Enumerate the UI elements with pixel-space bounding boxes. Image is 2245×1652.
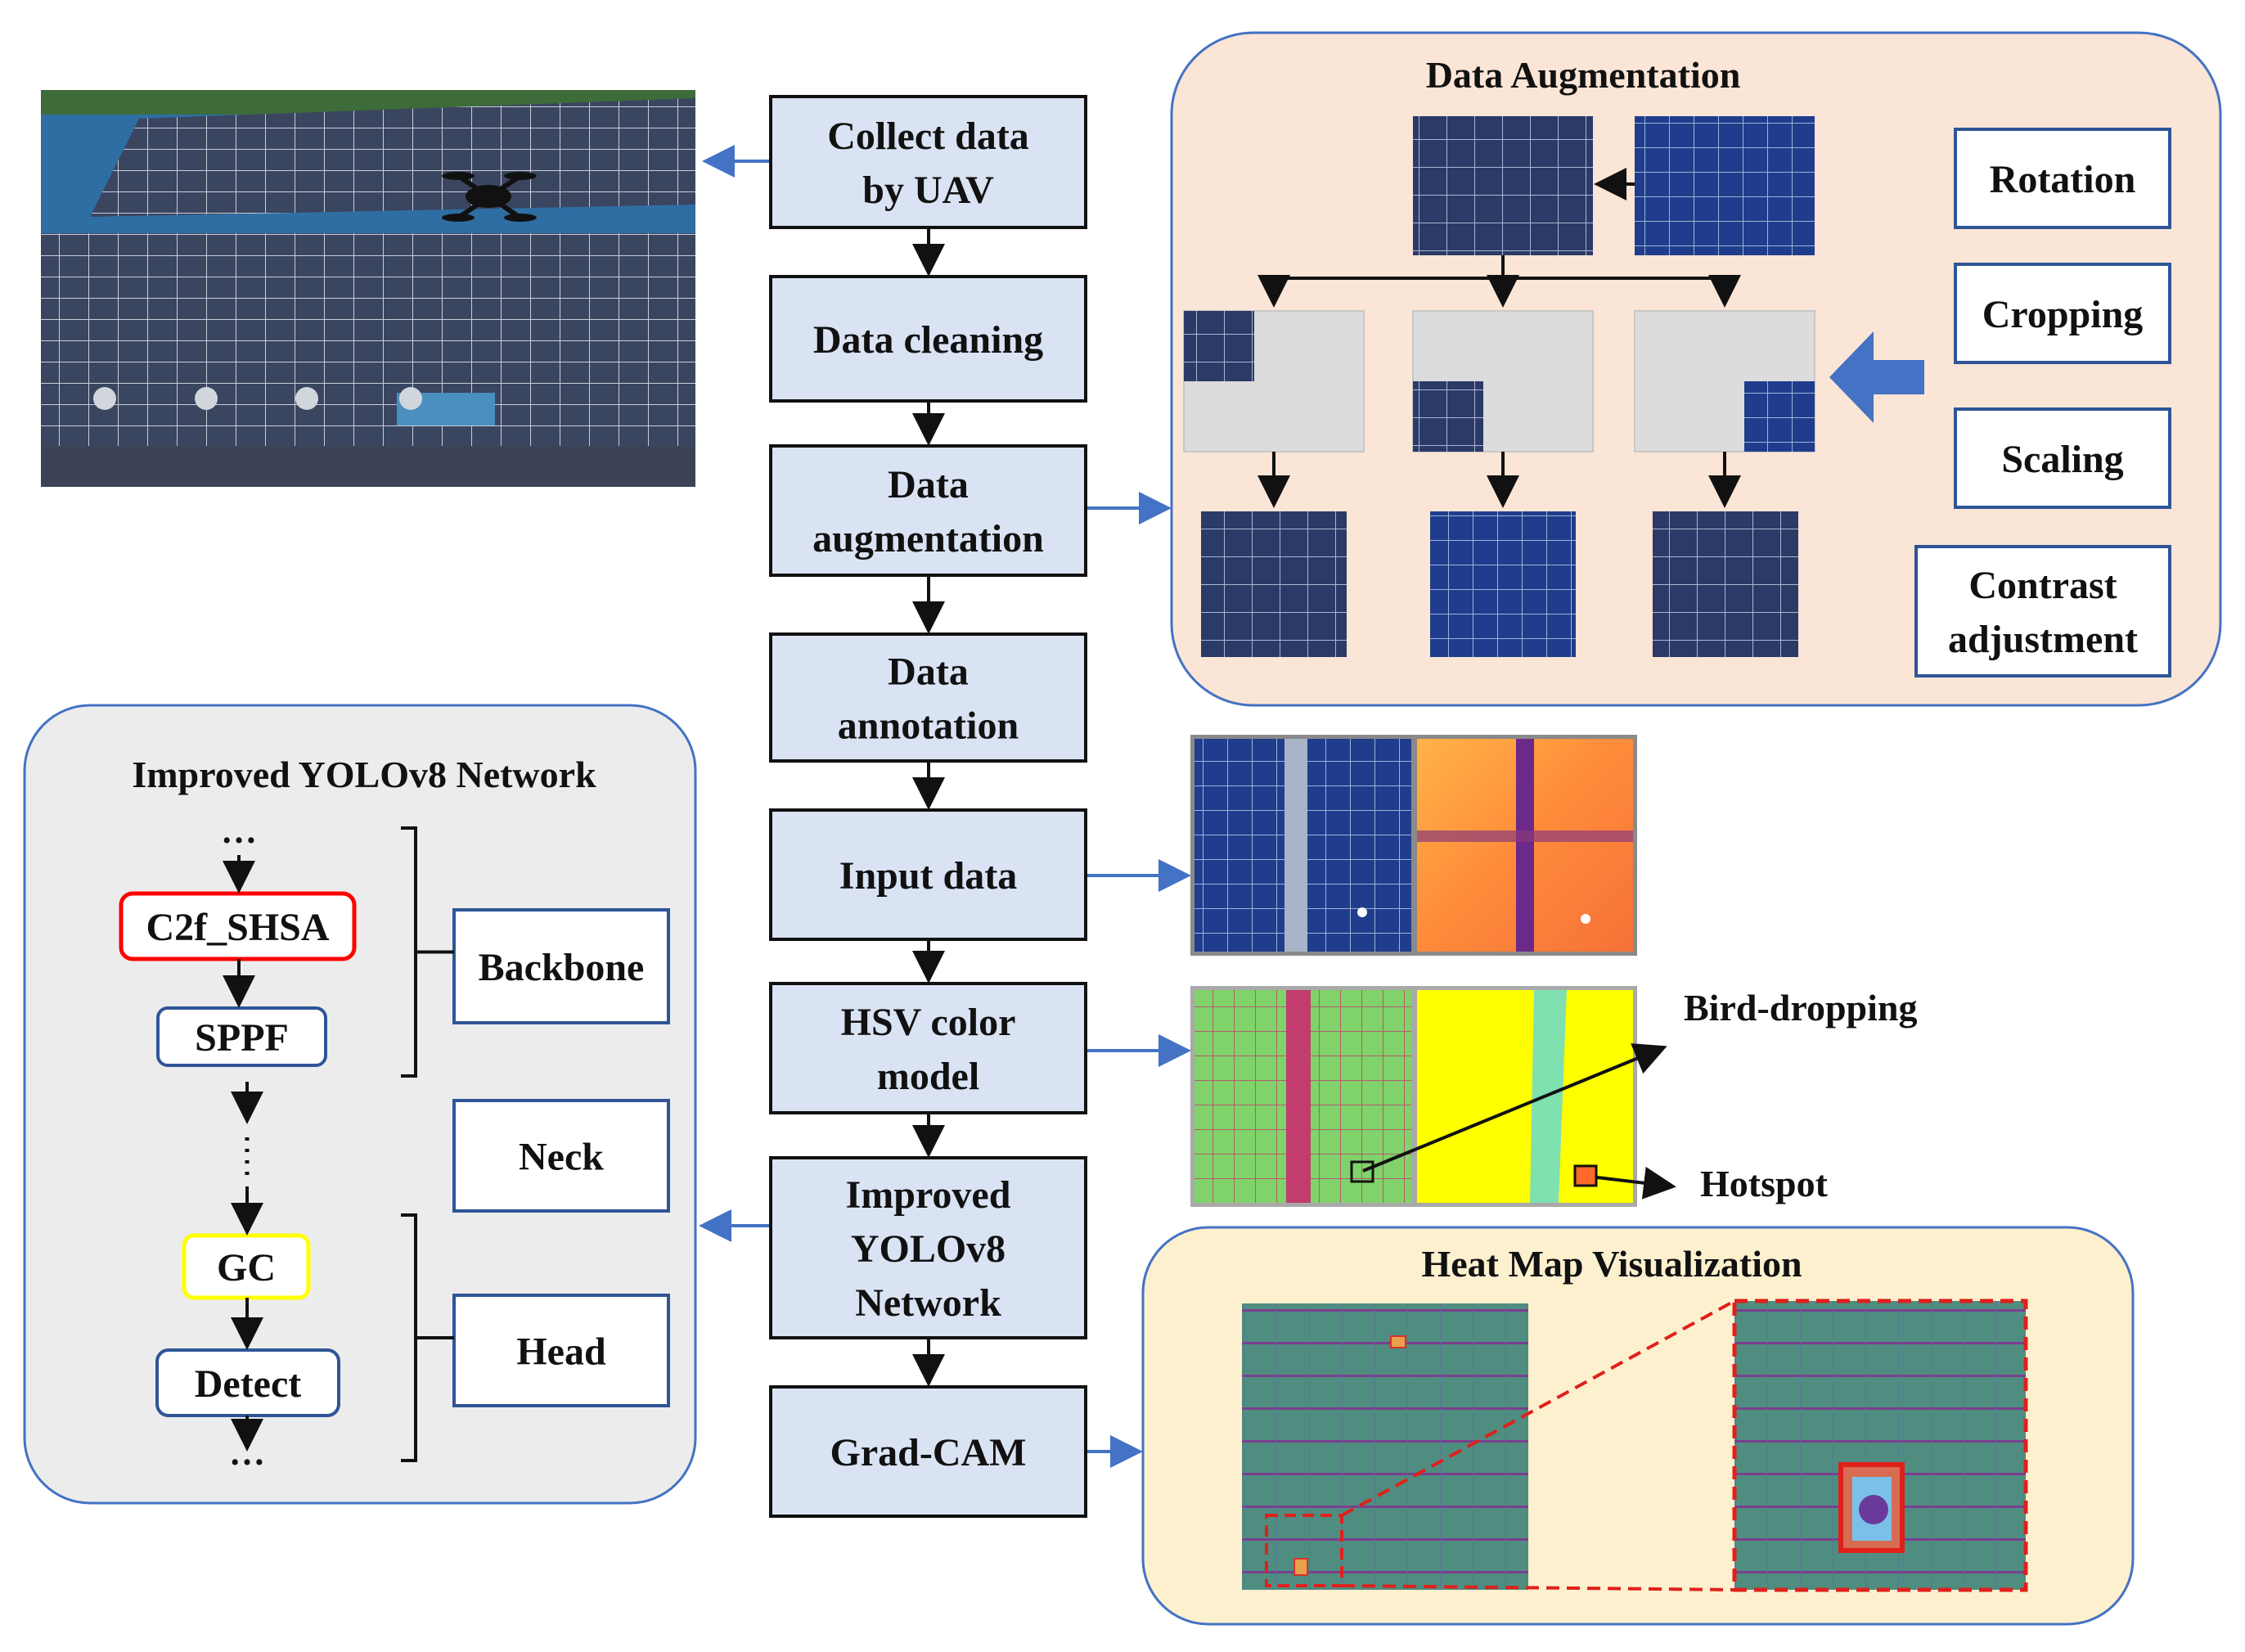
step-grad-cam-label: Grad-CAM xyxy=(830,1431,1027,1474)
step-improved-yolov8-label: Improved xyxy=(846,1173,1011,1217)
part-head: Head xyxy=(452,1294,670,1407)
big-left-arrow xyxy=(1829,331,1924,423)
network-title: Improved YOLOv8 Network xyxy=(132,754,596,795)
module-detect: Detect xyxy=(155,1348,340,1417)
step-input-data-box xyxy=(769,808,1087,941)
module-detect-label: Detect xyxy=(195,1362,302,1406)
step-data-augmentation-label: augmentation xyxy=(812,517,1044,560)
module-sppf-box xyxy=(156,1006,327,1067)
network-bracket xyxy=(401,826,454,1078)
step-grad-cam: Grad-CAM xyxy=(769,1385,1087,1518)
aug-method-scaling-label: Scaling xyxy=(2001,438,2123,481)
step-collect-data-label: by UAV xyxy=(862,169,994,212)
network-bracket xyxy=(401,1213,454,1462)
part-backbone: Backbone xyxy=(452,908,670,1024)
part-neck-label: Neck xyxy=(519,1135,604,1178)
network-modules: C2f_SHSASPPFGCDetectBackboneNeckHead…… xyxy=(119,811,670,1473)
step-improved-yolov8-box xyxy=(769,1156,1087,1339)
augmentation-title: Data Augmentation xyxy=(1426,54,1741,96)
step-hsv-color-model-label: model xyxy=(877,1055,979,1098)
step-collect-data-label: Collect data xyxy=(827,115,1029,158)
heatmap-title: Heat Map Visualization xyxy=(1421,1243,1802,1285)
step-hsv-color-model-box xyxy=(769,982,1087,1114)
aug-method-scaling-box xyxy=(1954,407,2171,509)
aug-method-contrast-adjustment-label: adjustment xyxy=(1948,618,2138,661)
part-head-label: Head xyxy=(516,1330,606,1373)
uav-photo xyxy=(41,90,695,487)
module-gc: GC xyxy=(182,1233,311,1300)
heatmap-panel: Heat Map Visualization xyxy=(1141,1226,2135,1626)
hsv-images xyxy=(1190,986,1637,1207)
aug-method-contrast-adjustment-box xyxy=(1914,545,2171,677)
aug-method-cropping-box xyxy=(1954,263,2171,364)
part-head-box xyxy=(452,1294,670,1407)
step-data-cleaning-box xyxy=(769,275,1087,403)
part-neck: Neck xyxy=(452,1099,670,1213)
aug-method-rotation: Rotation xyxy=(1954,128,2171,229)
drone-icon xyxy=(442,172,537,222)
step-hsv-color-model: HSV color model xyxy=(769,982,1087,1114)
step-input-data-label: Input data xyxy=(839,854,1017,898)
step-data-augmentation-label: Data xyxy=(888,463,969,506)
step-data-cleaning-label: Data cleaning xyxy=(813,318,1043,362)
part-neck-box xyxy=(452,1099,670,1213)
aug-method-contrast-adjustment: Contrast adjustment xyxy=(1914,545,2171,677)
step-hsv-color-model-label: HSV color xyxy=(841,1001,1016,1044)
hotspot-marker xyxy=(1573,1164,1598,1187)
aug-source-image xyxy=(1413,116,1815,255)
step-collect-data: Collect data by UAV xyxy=(769,95,1087,229)
step-data-annotation-label: Data xyxy=(888,650,969,693)
aug-method-rotation-box xyxy=(1954,128,2171,229)
aug-result-images xyxy=(1201,511,1798,657)
aug-method-cropping-label: Cropping xyxy=(1982,293,2144,336)
hotspot-label: Hotspot xyxy=(1700,1163,1829,1204)
part-backbone-label: Backbone xyxy=(479,946,645,989)
module-sppf: SPPF xyxy=(156,1006,327,1067)
step-improved-yolov8-label: YOLOv8 xyxy=(851,1227,1006,1271)
heatmap-full-image xyxy=(1242,1303,1528,1590)
module-c2f-shsa-label: C2f_SHSA xyxy=(146,906,329,949)
step-data-cleaning: Data cleaning xyxy=(769,275,1087,403)
step-data-annotation-label: annotation xyxy=(838,704,1019,747)
aug-method-contrast-adjustment-label: Contrast xyxy=(1968,564,2117,607)
part-backbone-box xyxy=(452,908,670,1024)
module-c2f-shsa: C2f_SHSA xyxy=(119,891,357,961)
aug-cropped-images xyxy=(1183,310,1815,452)
module-gc-label: GC xyxy=(217,1246,276,1290)
aug-method-rotation-label: Rotation xyxy=(1990,158,2136,201)
step-data-augmentation: Data augmentation xyxy=(769,444,1087,577)
step-data-annotation: Data annotation xyxy=(769,632,1087,763)
aug-method-cropping: Cropping xyxy=(1954,263,2171,364)
step-input-data: Input data xyxy=(769,808,1087,941)
module-sppf-label: SPPF xyxy=(195,1016,289,1060)
step-improved-yolov8-label: Network xyxy=(855,1281,1001,1325)
step-data-augmentation-box xyxy=(769,444,1087,577)
step-grad-cam-box xyxy=(769,1385,1087,1518)
bird-dropping-label: Bird-dropping xyxy=(1684,987,1917,1029)
bird-dropping-marker xyxy=(1350,1160,1374,1183)
network-ellipsis: … xyxy=(221,811,257,851)
aug-method-scaling: Scaling xyxy=(1954,407,2171,509)
input-images xyxy=(1190,735,1637,956)
